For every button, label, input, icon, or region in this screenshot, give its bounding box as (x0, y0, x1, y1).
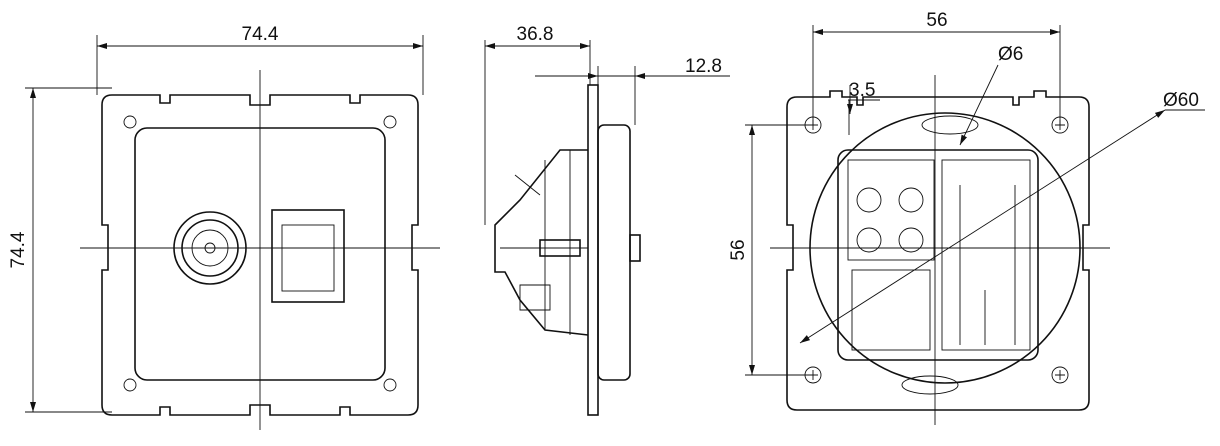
screw-hole (383, 115, 397, 129)
mounting-frame (786, 90, 1090, 411)
rear-body-diameter: Ø60 (1163, 90, 1199, 111)
rj45-socket (271, 209, 345, 303)
front-view: 74.4 74.4 (8, 24, 440, 430)
rear-view: 56 56 3.5 Ø6 Ø60 (728, 10, 1205, 425)
side-depth-dimension: 36.8 (517, 24, 554, 45)
rear-hole-spacing-horizontal: 56 (926, 10, 947, 31)
screw-hole (383, 378, 397, 392)
rear-offset-dimension: 3.5 (849, 80, 875, 101)
front-width-dimension: 74.4 (242, 24, 279, 45)
frame-plate (587, 84, 599, 416)
mechanism-body (494, 149, 589, 336)
mounting-frame (101, 94, 419, 416)
socket-tip (629, 234, 641, 262)
front-height-dimension: 74.4 (8, 231, 29, 268)
rear-hole-diameter: Ø6 (998, 44, 1023, 65)
cover-profile (597, 124, 631, 381)
side-plate-depth-dimension: 12.8 (685, 56, 722, 77)
side-view: 36.8 12.8 (484, 24, 730, 416)
rear-hole-spacing-vertical: 56 (728, 239, 749, 260)
screw-hole (123, 115, 137, 129)
screw-hole (123, 378, 137, 392)
